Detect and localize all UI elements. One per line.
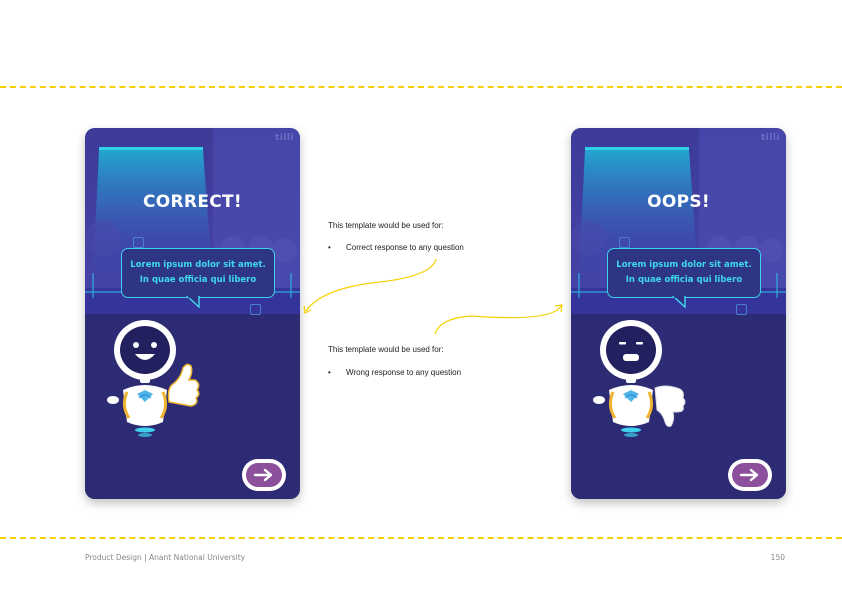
speech-bubble: Lorem ipsum dolor sit amet. In quae offi… — [121, 248, 275, 298]
result-headline: CORRECT! — [143, 192, 242, 212]
correct-note-bullet-row: • Correct response to any question — [328, 243, 464, 252]
correct-template-card: tilli CORRECT! Lorem ipsum dolor sit ame… — [85, 128, 300, 499]
wrong-note-bullet: Wrong response to any question — [346, 368, 462, 377]
correct-connector-arrow — [305, 258, 437, 312]
next-button[interactable] — [728, 459, 772, 491]
robot-worried-thumbs-down — [593, 320, 686, 437]
wrong-note-bullet-row: • Wrong response to any question — [328, 368, 461, 377]
next-button[interactable] — [242, 459, 286, 491]
correct-connector-arrowhead — [303, 305, 312, 314]
wrong-note-intro: This template would be used for: — [328, 345, 444, 354]
decor-square — [736, 304, 747, 315]
brand-logo: tilli — [274, 133, 294, 143]
speech-bubble-tail — [671, 296, 686, 308]
page-number: 150 — [770, 553, 785, 562]
footer-credit: Product Design | Anant National Universi… — [85, 553, 246, 562]
wrong-connector-arrow — [434, 305, 562, 335]
oops-template-card: tilli OOPS! Lorem ipsum dolor sit amet. … — [571, 128, 786, 499]
bullet-dot: • — [328, 243, 331, 252]
robot-happy-thumbs-up — [107, 320, 200, 437]
decor-square — [619, 237, 630, 248]
decor-square — [133, 237, 144, 248]
bullet-dot: • — [328, 368, 331, 377]
correct-note-intro: This template would be used for: — [328, 221, 444, 230]
speech-bubble-tail — [185, 296, 200, 308]
top-dashed-divider — [0, 86, 842, 88]
wrong-connector-arrowhead — [554, 304, 563, 313]
arrow-right-icon — [253, 468, 273, 482]
next-button-inner — [732, 463, 768, 487]
arrow-right-icon — [739, 468, 759, 482]
speech-bubble-text: Lorem ipsum dolor sit amet. In quae offi… — [616, 260, 752, 285]
correct-note-bullet: Correct response to any question — [346, 243, 464, 252]
next-button-inner — [246, 463, 282, 487]
speech-bubble-text: Lorem ipsum dolor sit amet. In quae offi… — [130, 260, 266, 285]
decor-square — [250, 304, 261, 315]
bottom-dashed-divider — [0, 537, 842, 539]
speech-bubble: Lorem ipsum dolor sit amet. In quae offi… — [607, 248, 761, 298]
result-headline: OOPS! — [647, 192, 710, 212]
brand-logo: tilli — [760, 133, 780, 143]
